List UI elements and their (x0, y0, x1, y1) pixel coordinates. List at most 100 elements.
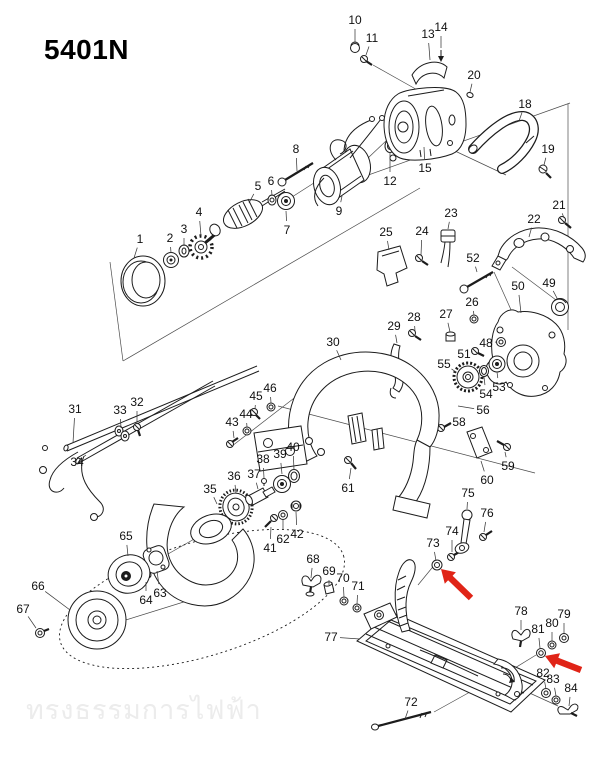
part-label-51: 51 (457, 347, 471, 361)
part-label-21: 21 (552, 198, 566, 212)
bearing-39 (273, 475, 291, 493)
screw-38 (261, 478, 267, 486)
part-label-35: 35 (203, 482, 217, 496)
safety-cover-35 (146, 503, 255, 607)
motor-housing-15 (383, 87, 467, 162)
part-label-3: 3 (181, 222, 188, 236)
inner-flange-63 (142, 545, 170, 574)
leader-line-60 (480, 460, 485, 472)
leader-line-73 (434, 551, 437, 562)
bolt-52 (459, 271, 494, 294)
leader-line-83 (554, 687, 557, 697)
screw-51 (471, 347, 485, 357)
part-label-7: 7 (284, 223, 291, 237)
part-label-56: 56 (476, 403, 490, 417)
screw-19 (538, 164, 552, 179)
leader-line-40 (293, 455, 295, 471)
part-label-61: 61 (341, 481, 355, 495)
leader-line-9 (340, 195, 343, 203)
screw-21 (558, 216, 572, 229)
leader-line-31 (72, 417, 75, 444)
leader-line-33 (120, 418, 122, 429)
leader-line-21 (561, 213, 565, 219)
part-label-20: 20 (467, 68, 481, 82)
part-label-66: 66 (31, 579, 45, 593)
leader-line-25 (387, 240, 390, 251)
leader-line-56 (457, 405, 475, 409)
part-label-81: 81 (531, 622, 545, 636)
bearing-49 (551, 298, 569, 316)
part-label-32: 32 (130, 395, 144, 409)
leader-line-68 (310, 567, 313, 579)
wing-bolt-68 (301, 574, 322, 597)
leader-line-84 (568, 696, 571, 707)
part-label-53: 53 (492, 380, 506, 394)
field-stator-9 (313, 115, 385, 207)
part-label-2: 2 (167, 231, 174, 245)
part-label-34: 34 (70, 455, 84, 469)
leader-line-43 (232, 430, 235, 439)
part-label-46: 46 (263, 381, 277, 395)
nut-42 (290, 500, 302, 512)
screw-32 (133, 423, 142, 437)
leader-line-42 (295, 511, 297, 526)
part-label-67: 67 (16, 602, 30, 616)
part-label-49: 49 (542, 276, 556, 290)
leader-line-61 (348, 467, 352, 480)
leader-line-39 (280, 462, 283, 475)
washer-62 (278, 510, 288, 520)
lead-wires (39, 445, 104, 521)
red-pointer-arrow-2 (545, 653, 583, 673)
nut-79 (559, 633, 569, 643)
leader-line-76 (483, 521, 486, 533)
oring-54 (479, 365, 489, 377)
part-label-8: 8 (293, 142, 300, 156)
pin-screw-14 (438, 50, 444, 62)
leader-line-37 (255, 482, 259, 490)
part-label-52: 52 (466, 251, 480, 265)
motor-ring-1 (120, 255, 166, 307)
part-label-42: 42 (290, 527, 304, 541)
cap-69 (323, 581, 335, 595)
rod-34 (75, 380, 216, 465)
handle-18 (468, 111, 539, 174)
bearing-2 (163, 252, 179, 268)
part-label-13: 13 (421, 27, 435, 41)
leader-line-4 (199, 220, 202, 237)
part-label-79: 79 (557, 607, 571, 621)
part-label-59: 59 (501, 459, 515, 473)
part-label-1: 1 (137, 232, 144, 246)
part-label-36: 36 (227, 469, 241, 483)
washer-82 (541, 688, 551, 698)
nut-71 (352, 603, 362, 613)
leader-line-82 (544, 681, 547, 690)
bearing-7 (277, 192, 295, 210)
baffle-plate-13 (411, 61, 448, 86)
screw-45 (250, 408, 261, 420)
leader-line-22 (528, 227, 532, 238)
leader-line-36 (234, 484, 237, 494)
part-label-60: 60 (480, 473, 494, 487)
leader-line-13 (428, 42, 431, 61)
model-title: 5401N (44, 34, 130, 65)
washer-20 (466, 91, 474, 99)
part-label-69: 69 (322, 564, 336, 578)
leader-line-5 (248, 193, 255, 204)
leader-line-38 (263, 467, 265, 479)
leader-line-49 (552, 290, 559, 301)
bolt-72 (371, 710, 432, 731)
part-label-9: 9 (336, 204, 343, 218)
part-label-28: 28 (407, 310, 421, 324)
leader-line-15 (423, 146, 425, 160)
leader-line-29 (395, 334, 398, 344)
handle-cover-22 (491, 227, 586, 271)
part-label-26: 26 (465, 295, 479, 309)
screw-58 (437, 422, 452, 432)
washer-73 (431, 559, 443, 571)
leader-line-77 (339, 637, 361, 640)
leader-line-20 (469, 83, 473, 93)
part-label-75: 75 (461, 486, 475, 500)
part-label-40: 40 (286, 440, 300, 454)
